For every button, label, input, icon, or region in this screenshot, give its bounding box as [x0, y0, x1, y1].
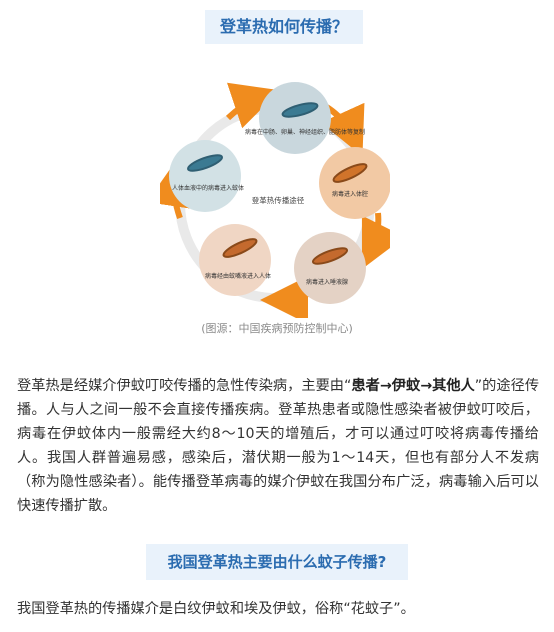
stage-1-circle	[259, 82, 331, 154]
arrow-3	[361, 212, 405, 270]
transmission-cycle-diagram: 登革热传播途径 病毒在中肠、卵巢、神经组织、脂肪体等复制 病毒进入体腔 病毒进入…	[146, 78, 405, 324]
stage-5-circle	[169, 140, 241, 212]
stage-2-label: 病毒进入体腔	[332, 190, 368, 198]
paragraph1-part1: 登革热是经媒介伊蚊叮咬传播的急性传染病，主要由“	[17, 378, 352, 394]
stage-4-circle	[199, 224, 271, 296]
stage-1-label: 病毒在中肠、卵巢、神经组织、脂肪体等复制	[245, 128, 365, 136]
paragraph1-bold: 患者→伊蚊→其他人	[351, 378, 475, 394]
stage-4-label: 病毒经由蚊嘴液进入人体	[205, 272, 271, 280]
arrow-1	[225, 82, 281, 129]
stage-3-circle	[294, 232, 366, 304]
figure-caption: (图源：中国疾病预防控制中心)	[201, 322, 353, 335]
section-heading-transmission: 登革热如何传播？	[205, 10, 363, 44]
cycle-center-label: 登革热传播途径	[252, 195, 305, 205]
paragraph1-part2: ”的途径传播。人与人之间一般不会直接传播疾病。登革热患者或隐性感染者被伊蚊叮咬后…	[17, 378, 540, 514]
cycle-svg: 登革热传播途径 病毒在中肠、卵巢、神经组织、脂肪体等复制 病毒进入体腔 病毒进入…	[146, 82, 405, 324]
vector-paragraph: 我国登革热的传播媒介是白纹伊蚊和埃及伊蚊，俗称“花蚊子”。	[17, 601, 415, 617]
intro-paragraph: 登革热是经媒介伊蚊叮咬传播的急性传染病，主要由“患者→伊蚊→其他人”的途径传播。…	[17, 374, 539, 518]
stage-3-label: 病毒进入唾液腺	[306, 278, 348, 286]
section-heading-mosquito: 我国登革热主要由什么蚊子传播?	[146, 544, 408, 580]
stage-5-label: 人体血液中的病毒进入蚊体	[172, 184, 244, 192]
stage-2-circle	[319, 147, 391, 219]
